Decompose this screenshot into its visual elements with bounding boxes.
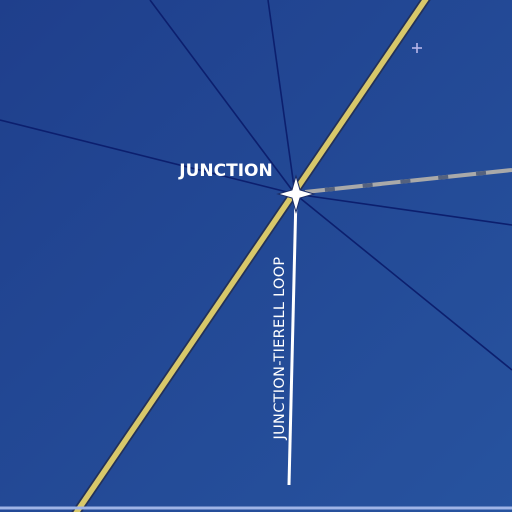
dashed-track bbox=[304, 168, 512, 194]
thin-route-nw bbox=[0, 119, 296, 195]
thin-route-n bbox=[267, 0, 296, 195]
loop-road[interactable] bbox=[287, 195, 298, 486]
main-road[interactable] bbox=[71, 0, 431, 512]
junction-label[interactable]: JUNCTION bbox=[178, 161, 272, 181]
four-point-star-icon[interactable] bbox=[276, 174, 316, 214]
plus-marker-icon[interactable] bbox=[412, 43, 422, 53]
loop-label: JUNCTION-TIERELL LOOP bbox=[272, 257, 288, 441]
thin-route-e bbox=[294, 193, 512, 226]
thin-route-se bbox=[294, 193, 512, 371]
thin-route-nnw bbox=[149, 0, 296, 195]
thin-route-lines bbox=[0, 0, 512, 371]
